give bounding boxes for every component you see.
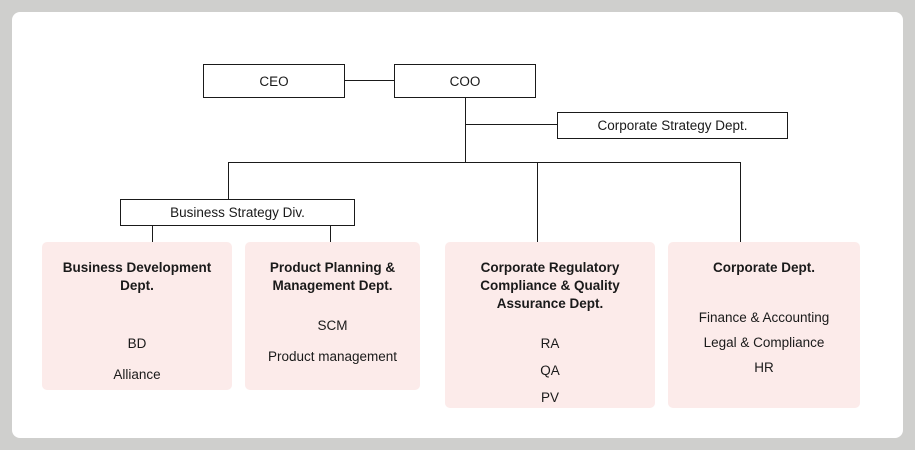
dept-item: RA xyxy=(540,336,560,351)
dept-item: HR xyxy=(754,360,774,375)
node-ceo: CEO xyxy=(203,64,345,98)
dept-item: BD xyxy=(127,336,147,351)
connector-drop-regulatory-dept xyxy=(537,162,538,242)
dept-item: SCM xyxy=(317,318,348,333)
dept-item: Alliance xyxy=(113,367,161,382)
dept-title: Corporate Regulatory Compliance & Qualit… xyxy=(480,260,620,311)
dept-item-list: RA QA PV xyxy=(445,335,655,407)
dept-item-list: SCM Product management xyxy=(245,317,420,366)
connector-corporate-strategy xyxy=(465,124,557,125)
dept-corporate: Corporate Dept. Finance & Accounting Leg… xyxy=(668,242,860,408)
connector-drop-business-strategy xyxy=(228,162,229,199)
dept-item: Product management xyxy=(267,349,398,364)
node-corporate-strategy-dept: Corporate Strategy Dept. xyxy=(557,112,788,139)
connector-coo-vertical xyxy=(465,98,466,163)
dept-item: PV xyxy=(540,390,559,405)
dept-item: QA xyxy=(540,363,560,378)
dept-product-planning-management: Product Planning & Management Dept. SCM … xyxy=(245,242,420,390)
dept-business-development: Business Development Dept. BD Alliance xyxy=(42,242,232,390)
node-coo: COO xyxy=(394,64,536,98)
dept-title: Product Planning & Management Dept. xyxy=(269,260,396,293)
connector-drop-corporate-dept xyxy=(740,162,741,242)
dept-title: Corporate Dept. xyxy=(712,260,815,275)
connector-drop-product-planning xyxy=(330,226,331,242)
node-business-strategy-label: Business Strategy Div. xyxy=(170,205,305,220)
node-business-strategy-div: Business Strategy Div. xyxy=(120,199,355,226)
dept-item-list: BD Alliance xyxy=(42,335,232,384)
connector-distribution-horizontal xyxy=(228,162,740,163)
dept-item: Finance & Accounting xyxy=(698,310,830,325)
node-ceo-label: CEO xyxy=(259,73,289,89)
connector-ceo-coo xyxy=(345,80,394,81)
dept-item-list: Finance & Accounting Legal & Compliance … xyxy=(668,309,860,377)
connector-drop-business-dev-dept xyxy=(152,226,153,242)
dept-title: Business Development Dept. xyxy=(62,260,212,293)
node-corporate-strategy-label: Corporate Strategy Dept. xyxy=(597,118,748,133)
dept-regulatory-compliance-qa: Corporate Regulatory Compliance & Qualit… xyxy=(445,242,655,408)
dept-item: Legal & Compliance xyxy=(703,335,825,350)
node-coo-label: COO xyxy=(449,73,481,89)
